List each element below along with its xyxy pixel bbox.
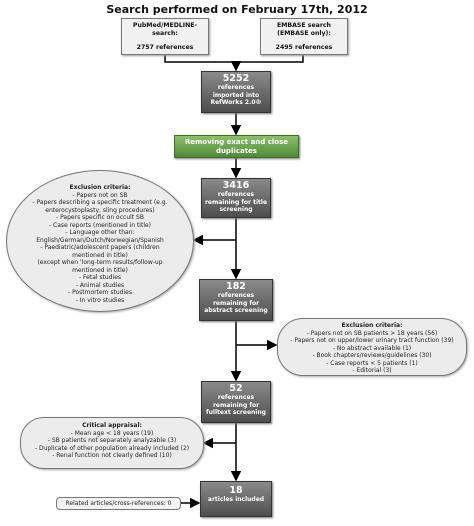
imported-line3: RefWorks 2.0® <box>210 98 262 106</box>
title-screening-line3: screening <box>219 205 253 213</box>
related-articles-box: Related articles/cross-references: 0 <box>56 497 181 510</box>
exclusion1-line: - Papers not on SB <box>72 191 128 199</box>
exclusion2-line: - Book chapters/reviews/guidelines (30) <box>312 352 432 359</box>
exclusion1-heading: Exclusion criteria: <box>69 184 131 191</box>
title-screening-line1: references <box>217 191 255 199</box>
title-screening-number: 3416 <box>222 180 250 191</box>
page-title: Search performed on February 17th, 2012 <box>106 3 368 16</box>
fulltext-screening-line2: remaining for <box>212 401 260 409</box>
exclusion1-line: - Papers specific on occult SB <box>56 214 144 221</box>
exclusion-criteria-abstract-box: Exclusion criteria: - Papers not on SB p… <box>277 318 467 376</box>
exclusion1-line: - Language other than: <box>65 229 135 236</box>
exclusion2-line: - No abstract available (1) <box>332 344 412 352</box>
exclusion2-line: - Case reports < 5 patients (1) <box>326 359 418 367</box>
exclusion1-line: enterocystoplasty, sling procedures) <box>45 206 155 214</box>
exclusion2-line: - Papers not on SB patients > 18 years (… <box>306 329 438 337</box>
abstract-screening-number: 182 <box>226 281 246 292</box>
exclusion1-line: - Postmortem studies <box>68 289 132 296</box>
abstract-screening-line2: remaining for <box>212 299 260 307</box>
pubmed-label-line2: search: <box>152 30 178 38</box>
embase-label-line2: (EMBASE only): <box>277 30 331 38</box>
duplicates-line2: duplicates <box>216 146 257 155</box>
exclusion-criteria-title-oval: Exclusion criteria: - Papers not on SB -… <box>6 170 194 312</box>
included-number: 18 <box>229 485 243 496</box>
fulltext-screening-line3: fulltext screening <box>206 408 266 416</box>
fulltext-screening-line1: references <box>217 394 255 402</box>
arrow-embase-to-imported <box>236 55 304 63</box>
fulltext-screening-box: 52 references remaining for fulltext scr… <box>201 381 271 423</box>
appraisal-line: - Renal function not clearly defined (10… <box>52 452 172 459</box>
fulltext-screening-number: 52 <box>229 383 243 394</box>
title-screening-box: 3416 references remaining for title scre… <box>201 178 271 218</box>
exclusion1-line: - Fetal studies <box>78 274 122 281</box>
exclusion2-line: - Editorial (3) <box>352 367 392 374</box>
imported-line1: references <box>217 84 255 92</box>
pubmed-label-line1: PubMed/MEDLINE- <box>132 22 198 29</box>
appraisal-heading: Critical appraisal: <box>82 422 142 429</box>
appraisal-line: - Mean age < 18 years (19) <box>70 429 154 437</box>
related-articles-label: Related articles/cross-references: 0 <box>65 500 172 507</box>
exclusion1-line: - In vitro studies <box>75 296 125 304</box>
appraisal-line: - Duplicate of other population already … <box>34 444 190 452</box>
exclusion1-line: - Papers describing a specific treatment… <box>32 199 168 206</box>
abstract-screening-line1: references <box>217 292 255 300</box>
embase-count: 2495 references <box>275 44 333 52</box>
exclusion2-heading: Exclusion criteria: <box>341 322 403 329</box>
exclusion1-line: (except when 'long-term results/follow-u… <box>37 259 163 266</box>
exclusion1-line: - Case reports (mentioned in title) <box>48 221 152 229</box>
exclusion2-line: - Papers not on upper/lower urinary trac… <box>290 337 454 344</box>
appraisal-line: - SB patients not separately analyzable … <box>47 437 177 444</box>
exclusion1-line: English/German/Dutch/Norwegian/Spanish <box>36 236 164 244</box>
abstract-screening-box: 182 references remaining for abstract sc… <box>199 279 273 321</box>
exclusion1-line: mentioned in title) <box>72 251 128 259</box>
exclusion1-line: - Animal studies <box>75 281 125 289</box>
embase-search-box: EMBASE search (EMBASE only): 2495 refere… <box>260 18 348 55</box>
duplicates-box: Removing exact and close duplicates <box>174 135 299 158</box>
imported-number: 5252 <box>222 73 250 84</box>
arrow-pubmed-to-imported <box>164 55 242 72</box>
embase-label-line1: EMBASE search <box>277 22 331 29</box>
imported-box: 5252 references imported into RefWorks 2… <box>201 71 271 113</box>
included-box: 18 articles included <box>200 481 272 517</box>
included-line1: articles included <box>207 496 265 504</box>
exclusion1-line: - Paediatric/adolescent papers (children <box>40 244 160 251</box>
abstract-screening-line3: abstract screening <box>204 306 268 314</box>
pubmed-count: 2757 references <box>136 44 194 52</box>
exclusion1-line: mentioned in title) <box>72 266 128 274</box>
duplicates-line1: Removing exact and close <box>185 138 288 146</box>
imported-line2: imported into <box>212 91 260 99</box>
critical-appraisal-box: Critical appraisal: - Mean age < 18 year… <box>20 417 204 469</box>
pubmed-search-box: PubMed/MEDLINE- search: 2757 references <box>121 18 209 55</box>
title-screening-line2: remaining for title <box>204 198 268 206</box>
